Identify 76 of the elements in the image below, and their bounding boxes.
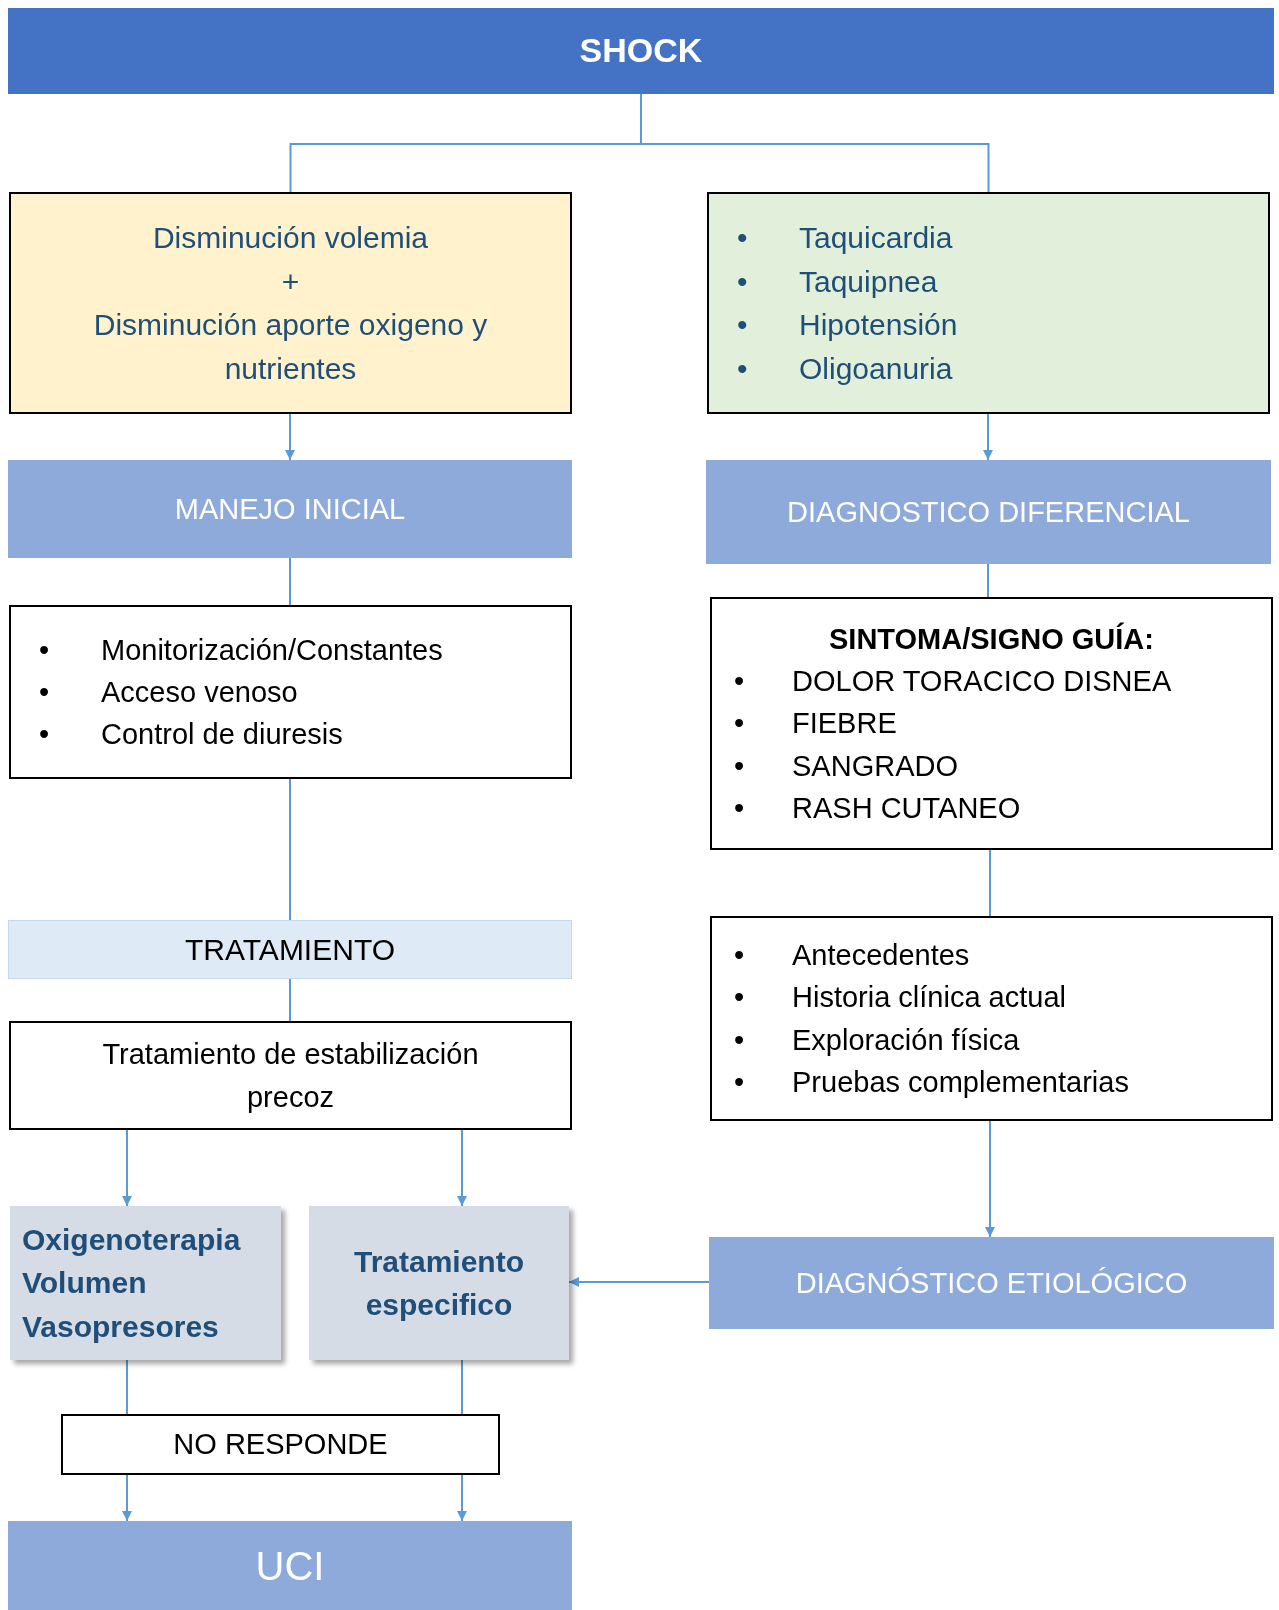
connector	[987, 563, 989, 598]
list-item: Historia clínica actual	[792, 980, 1066, 1016]
title-bar	[8, 8, 1274, 94]
box-text: DIAGNÓSTICO ETIOLÓGICO	[795, 1265, 1188, 1301]
box-text: MANEJO INICIAL	[174, 491, 406, 527]
box-text: Disminución volemia	[152, 220, 429, 256]
box-text: NO RESPONDE	[173, 1427, 388, 1463]
box-text: DIAGNOSTICO DIFERENCIAL	[787, 494, 1190, 530]
box-text: SHOCK	[579, 30, 703, 72]
bullet-mark: •	[734, 939, 745, 972]
connector	[285, 413, 295, 461]
bullet-mark: •	[734, 665, 745, 698]
connector	[289, 778, 291, 921]
connector	[989, 849, 991, 917]
connector	[457, 1129, 467, 1207]
box-text: Tratamiento de estabilización precoz	[101, 1037, 480, 1115]
bullet-mark: •	[39, 718, 50, 750]
bullet-mark: •	[734, 1023, 745, 1056]
checklist-box	[9, 605, 572, 779]
bullet-mark: •	[39, 675, 50, 708]
destination-box	[8, 1521, 572, 1610]
list-item: Hipotensión	[799, 307, 958, 343]
list-item: SANGRADO	[792, 748, 958, 784]
list-item: Taquicardia	[799, 220, 953, 256]
symptom-box	[707, 192, 1270, 414]
list-item: Exploración física	[792, 1022, 1020, 1058]
connector	[568, 1277, 710, 1287]
section-header	[706, 460, 1271, 564]
list-item: Antecedentes	[792, 938, 970, 974]
connector	[289, 557, 291, 606]
connector	[122, 1474, 132, 1522]
bullet-mark: •	[734, 791, 745, 824]
bullet-mark: •	[737, 308, 748, 341]
list-item: Taquipnea	[799, 263, 938, 300]
bullet-mark: •	[734, 749, 745, 782]
connector	[461, 1359, 463, 1415]
list-item: FIEBRE	[792, 706, 897, 742]
list-item: Control de diuresis	[101, 717, 343, 752]
section-header	[8, 460, 572, 558]
connector	[457, 1474, 467, 1522]
list-item: Acceso venoso	[101, 674, 298, 710]
box-text: Oxigenoterapia	[22, 1221, 241, 1258]
bullet-mark: •	[734, 707, 745, 740]
list-item: DOLOR TORACICO DISNEA	[792, 664, 1172, 700]
connector	[983, 413, 993, 461]
section-header	[709, 1237, 1274, 1329]
list-item: RASH CUTANEO	[792, 790, 1021, 826]
box-text: Vasopresores	[22, 1308, 219, 1345]
bullet-mark: •	[737, 221, 748, 254]
bullet-mark: •	[734, 981, 745, 1014]
process-box	[9, 1021, 572, 1130]
box-text: Disminución aporte oxigeno y nutrientes	[92, 307, 489, 387]
connector	[122, 1129, 132, 1207]
bullet-mark: •	[737, 264, 748, 298]
checklist-box	[710, 916, 1273, 1121]
box-text: UCI	[255, 1542, 325, 1590]
bullet-mark: •	[39, 633, 50, 666]
connector	[985, 1120, 995, 1238]
list-item: Oligoanuria	[799, 350, 953, 387]
box-text: +	[281, 263, 300, 300]
decision-box	[61, 1414, 500, 1475]
connector	[289, 978, 291, 1022]
connector	[126, 1359, 128, 1415]
box-text: TRATAMIENTO	[185, 931, 395, 968]
bullet-mark: •	[737, 351, 748, 385]
box-text: Tratamiento especifico	[352, 1243, 525, 1323]
list-item: Monitorización/Constantes	[101, 632, 443, 668]
treatment-box	[309, 1206, 569, 1360]
box-text: Volumen	[22, 1265, 147, 1302]
definition-box	[9, 192, 572, 414]
checklist-box	[710, 597, 1273, 850]
section-header	[8, 920, 572, 979]
list-heading: SINTOMA/SIGNO GUÍA:	[828, 621, 1155, 658]
treatment-box	[10, 1206, 281, 1360]
bullet-mark: •	[734, 1065, 745, 1098]
list-item: Pruebas complementarias	[792, 1064, 1129, 1100]
